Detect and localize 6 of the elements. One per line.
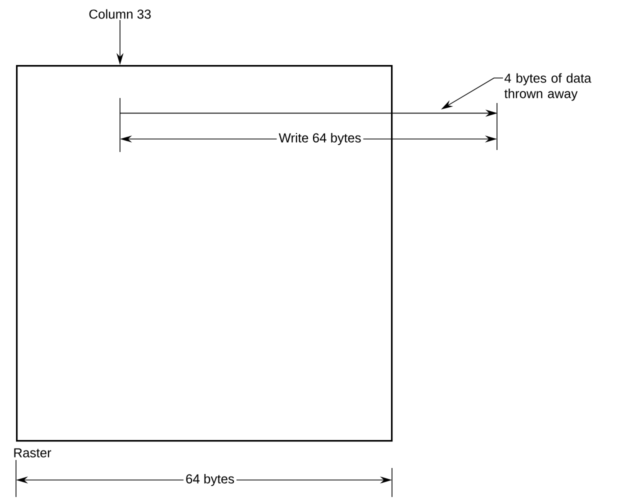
text-label: Column 33: [89, 9, 151, 19]
raster-box: [16, 65, 393, 442]
dimension-label: 64 bytes: [184, 472, 236, 488]
box-caption: Raster: [14, 448, 52, 458]
text-label: 4 bytes of data thrown away: [504, 73, 592, 101]
dimension-label: Write 64 bytes: [276, 130, 364, 148]
